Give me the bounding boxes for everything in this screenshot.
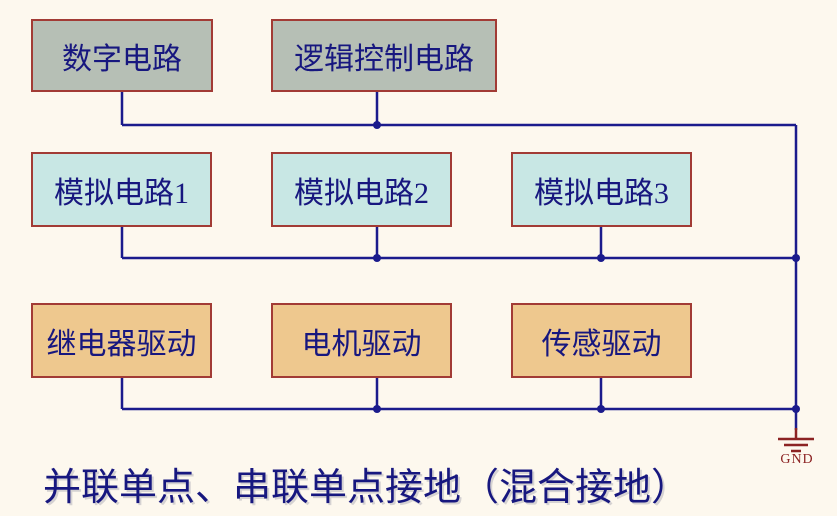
box-analog-circuit-3-label: 模拟电路3 [534, 176, 669, 210]
junction-dot [373, 121, 381, 129]
box-logic-control-circuit: 逻辑控制电路 [271, 19, 497, 92]
ground-symbol-icon [778, 428, 814, 453]
junction-dot [597, 254, 605, 262]
box-motor-drive: 电机驱动 [271, 303, 452, 378]
junction-dot [373, 254, 381, 262]
box-relay-drive-label: 继电器驱动 [46, 327, 197, 361]
box-motor-drive-label: 电机驱动 [301, 327, 422, 361]
box-sensor-drive: 传感驱动 [511, 303, 692, 378]
junction-dot [792, 254, 800, 262]
box-sensor-drive-label: 传感驱动 [541, 327, 662, 361]
box-analog-circuit-2: 模拟电路2 [271, 152, 452, 227]
gnd-label: GND [780, 452, 814, 467]
diagram-caption: 并联单点、串联单点接地（混合接地） [43, 467, 690, 509]
box-logic-control-circuit-label: 逻辑控制电路 [294, 42, 474, 76]
box-analog-circuit-3: 模拟电路3 [511, 152, 692, 227]
box-digital-circuit-label: 数字电路 [62, 42, 182, 76]
box-relay-drive: 继电器驱动 [31, 303, 212, 378]
box-digital-circuit: 数字电路 [31, 19, 213, 92]
box-analog-circuit-2-label: 模拟电路2 [294, 176, 429, 210]
box-analog-circuit-1: 模拟电路1 [31, 152, 212, 227]
junction-dot [597, 405, 605, 413]
junction-dot [792, 405, 800, 413]
junction-dot [373, 405, 381, 413]
box-analog-circuit-1-label: 模拟电路1 [54, 176, 189, 210]
